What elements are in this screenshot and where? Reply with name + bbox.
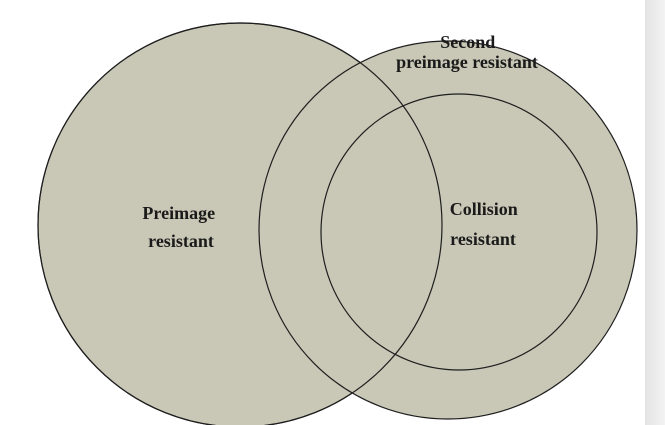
second-preimage-resistant-label: Second preimage resistant: [396, 32, 538, 72]
preimage-resistant-label-line1: Preimage: [142, 203, 215, 223]
second-preimage-resistant-label-line1: Second: [440, 32, 495, 52]
preimage-resistant-outline: [37, 22, 443, 425]
second-preimage-resistant-circle: [258, 40, 638, 420]
collision-resistant-label-line2: resistant: [450, 229, 516, 249]
collision-resistant-circle: [320, 93, 598, 371]
preimage-resistant-label-line2: resistant: [148, 231, 214, 251]
collision-resistant-label-line1: Collision: [450, 199, 518, 219]
preimage-resistant-label: Preimage resistant: [142, 203, 219, 251]
second-preimage-resistant-label-line2: preimage resistant: [396, 52, 538, 72]
collision-resistant-label: Collision resistant: [450, 199, 523, 249]
right-edge-strip: [645, 0, 665, 425]
